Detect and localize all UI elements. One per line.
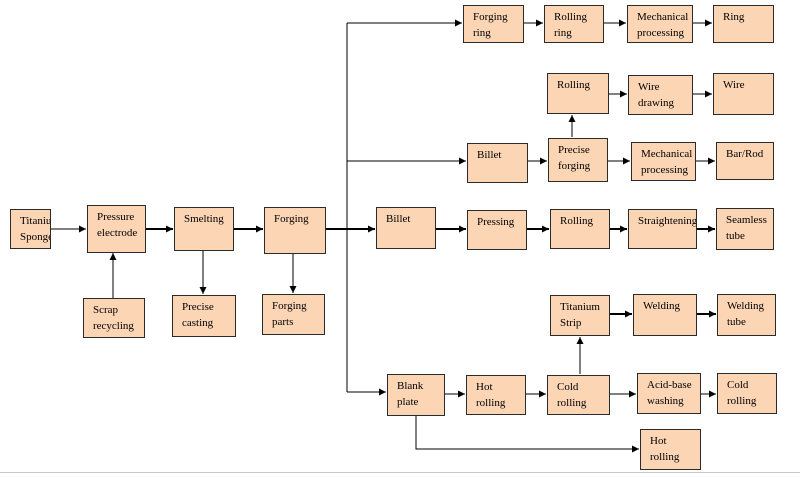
node-forging-parts: Forging parts xyxy=(262,294,325,335)
node-precise-casting: Precise casting xyxy=(172,295,236,337)
node-hot-rolling: Hot rolling xyxy=(466,375,526,415)
node-rolling-wire: Rolling xyxy=(547,73,609,114)
node-billet-lower: Billet xyxy=(376,207,436,249)
bottom-divider xyxy=(0,472,800,473)
node-welding-tube: Welding tube xyxy=(717,294,776,336)
node-scrap-recycling: Scrap recycling xyxy=(83,298,145,338)
node-pressing: Pressing xyxy=(467,210,527,250)
arrow-blank-to-hot-plate xyxy=(415,416,639,453)
node-mechanical-processing-ring: Mechanical processing xyxy=(627,5,693,43)
node-forging-ring: Forging ring xyxy=(463,5,524,43)
node-cold-rolling-plate: Cold rolling plate xyxy=(717,373,777,414)
node-pressure-electrode: Pressure electrode xyxy=(87,205,146,253)
node-welding: Welding xyxy=(633,294,697,336)
node-blank-plate: Blank plate xyxy=(387,374,445,416)
node-hot-rolling-plate: Hot rolling plate xyxy=(640,429,701,470)
node-bar-rod: Bar/Rod xyxy=(716,142,774,180)
node-titanium-sponge: Titanium Sponge xyxy=(10,209,51,249)
node-ring: Ring xyxy=(713,5,774,43)
node-titanium-strip: Titanium Strip xyxy=(550,295,610,336)
node-wire: Wire xyxy=(713,73,774,115)
node-rolling-tube: Rolling xyxy=(550,209,610,249)
node-straightening: Straightening xyxy=(628,209,697,249)
node-seamless-tube: Seamless tube xyxy=(716,208,774,250)
node-mechanical-processing-bar: Mechanical processing xyxy=(631,142,696,181)
node-precise-forging: Precise forging xyxy=(548,138,608,182)
node-rolling-ring: Rolling ring xyxy=(544,5,604,43)
node-cold-rolling: Cold rolling xyxy=(547,375,610,415)
node-billet-upper: Billet xyxy=(467,143,528,183)
node-wire-drawing: Wire drawing xyxy=(628,75,693,115)
node-acid-base-washing: Acid-base washing xyxy=(637,373,701,414)
node-smelting: Smelting xyxy=(174,207,234,251)
node-forging: Forging xyxy=(264,207,326,254)
